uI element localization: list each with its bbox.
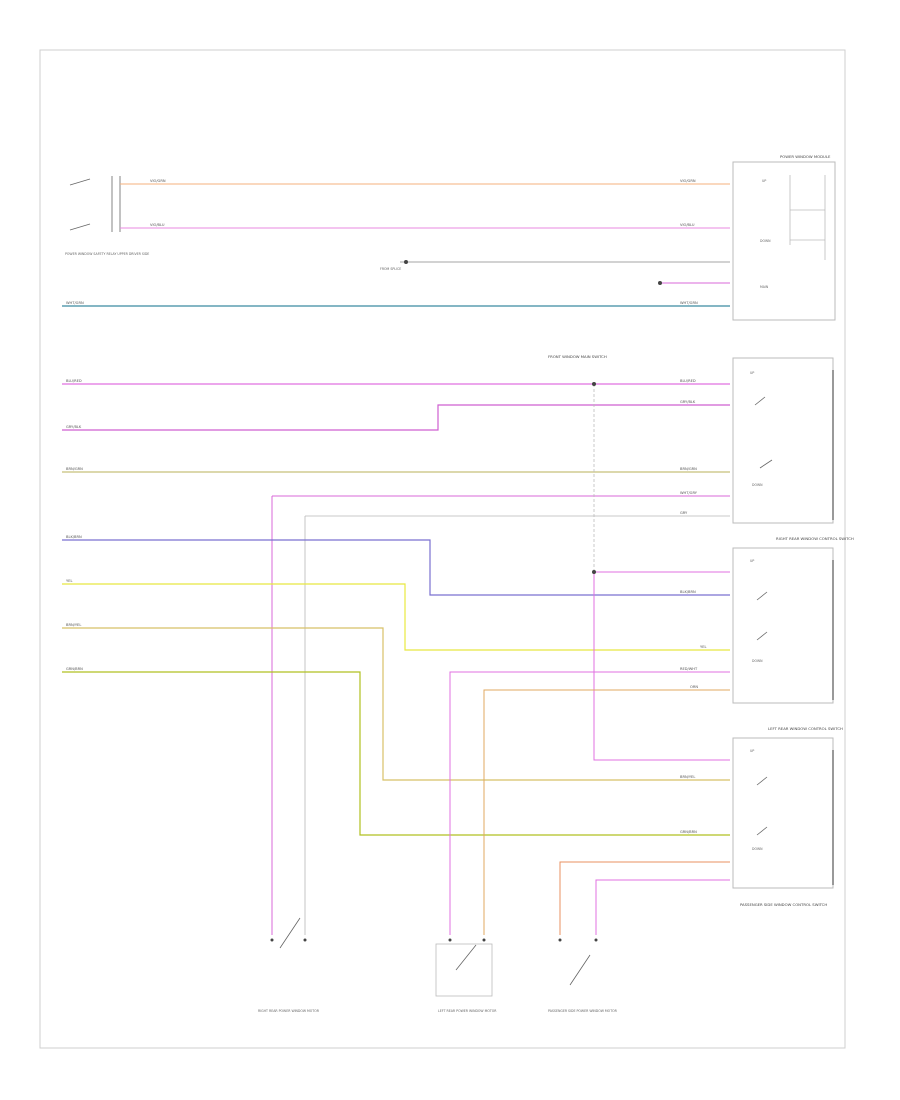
pwm-main-label: MAIN — [760, 285, 769, 289]
splice-dot-icon — [658, 281, 662, 285]
wire-label-orn: ORN — [690, 685, 698, 689]
wire-label-blk-brn: BLK/BRN — [66, 535, 82, 539]
wire-label-brn-yel: BRN/YEL — [66, 623, 81, 627]
wire-pass-pink — [595, 879, 730, 935]
left-rear-motor: LEFT REAR POWER WINDOW MOTOR — [435, 938, 497, 1013]
wire-label-gry-blk-r: GRY/BLK — [680, 400, 696, 404]
wire-label-yel: YEL — [66, 579, 72, 583]
wire-label-brn-yel-r: BRN/YEL — [680, 775, 695, 779]
pwm-down-label: DOWN — [760, 239, 771, 243]
left-rear-switch-label: LEFT REAR WINDOW CONTROL SWITCH — [768, 726, 843, 731]
wire-label-wht-grn: WHT/GRN — [66, 301, 84, 305]
wire-orn — [483, 689, 730, 935]
wire-label-grn-brn-r: GRN/BRN — [680, 830, 697, 834]
front-power-window-switch: FRONT WINDOW MAIN SWITCH UP DOWN — [548, 354, 834, 524]
wire-label-wht-gry: WHT/GRY — [680, 491, 698, 495]
wire-label-yel-r: YEL — [700, 645, 706, 649]
rr-motor-label: RIGHT REAR POWER WINDOW MOTOR — [258, 1009, 320, 1013]
wire-label-wht-grn-r: WHT/GRN — [680, 301, 698, 305]
wire-gry-blk — [62, 404, 730, 431]
from-splice-label: FROM SPLICE — [380, 267, 401, 271]
wire-red-wht — [449, 671, 730, 935]
wire-lr-pink — [593, 570, 730, 761]
wire-label-vio-grn: VIO/GRN — [150, 179, 166, 183]
right-rear-switch-label: RIGHT REAR WINDOW CONTROL SWITCH — [776, 536, 854, 541]
wire-grn-brn — [62, 671, 730, 836]
lr-switch-up-label: UP — [750, 749, 754, 753]
lr-motor-label: LEFT REAR POWER WINDOW MOTOR — [438, 1009, 497, 1013]
passenger-switch-label: PASSENGER SIDE WINDOW CONTROL SWITCH — [740, 902, 827, 907]
wire-label-brn-grn-r: BRN/GRN — [680, 467, 697, 471]
right-rear-motor: RIGHT REAR POWER WINDOW MOTOR — [258, 917, 320, 1013]
wire-label-vio-blu-r: VIO/BLU — [680, 223, 695, 227]
wire-blk-brn — [62, 539, 730, 596]
left-source-switch: POWER WINDOW SAFETY RELAY UPPER DRIVER S… — [65, 176, 149, 256]
wire-label-blk-brn-r: BLK/BRN — [680, 590, 696, 594]
splice-dot-icon — [592, 570, 596, 574]
wire-pass-orn — [559, 861, 730, 935]
wire-label-vio-grn-r: VIO/GRN — [680, 179, 696, 183]
wire-label-gry: GRY — [680, 511, 688, 515]
right-rear-window-switch: RIGHT REAR WINDOW CONTROL SWITCH UP DOWN — [732, 536, 854, 704]
rr-switch-up-label: UP — [750, 559, 754, 563]
wire-label-vio-blu: VIO/BLU — [150, 223, 165, 227]
splice-dot-icon — [404, 260, 408, 264]
power-window-module: POWER WINDOW MODULE UP DOWN MAIN — [732, 154, 836, 321]
left-source-label: POWER WINDOW SAFETY RELAY UPPER DRIVER S… — [65, 252, 149, 256]
wire-wht-gry — [271, 495, 730, 935]
passenger-motor: PASSENGER SIDE POWER WINDOW MOTOR — [548, 938, 618, 1013]
wire-gry — [304, 515, 730, 935]
wire-label-blu-red-r: BLU/RED — [680, 379, 696, 383]
wire-label-red-wht: RED/WHT — [680, 667, 698, 671]
front-switch-up-label: UP — [750, 371, 754, 375]
wire-label-blu-red: BLU/RED — [66, 379, 82, 383]
wire-brn-yel — [62, 627, 730, 781]
rr-switch-down-label: DOWN — [752, 659, 763, 663]
splice-dot-icon — [592, 382, 596, 386]
pwm-up-label: UP — [762, 179, 766, 183]
lr-switch-down-label: DOWN — [752, 847, 763, 851]
wire-label-brn-grn: BRN/GRN — [66, 467, 83, 471]
power-window-module-label: POWER WINDOW MODULE — [780, 154, 831, 159]
wire-label-gry-blk: GRY/BLK — [66, 425, 82, 429]
wire-yel — [62, 583, 730, 651]
front-switch-down-label: DOWN — [752, 483, 763, 487]
pass-motor-label: PASSENGER SIDE POWER WINDOW MOTOR — [548, 1009, 618, 1013]
diagram-frame — [39, 49, 846, 1049]
left-rear-window-switch: LEFT REAR WINDOW CONTROL SWITCH UP DOWN — [732, 726, 843, 889]
front-switch-label: FRONT WINDOW MAIN SWITCH — [548, 354, 607, 359]
wire-label-grn-brn: GRN/BRN — [66, 667, 83, 671]
